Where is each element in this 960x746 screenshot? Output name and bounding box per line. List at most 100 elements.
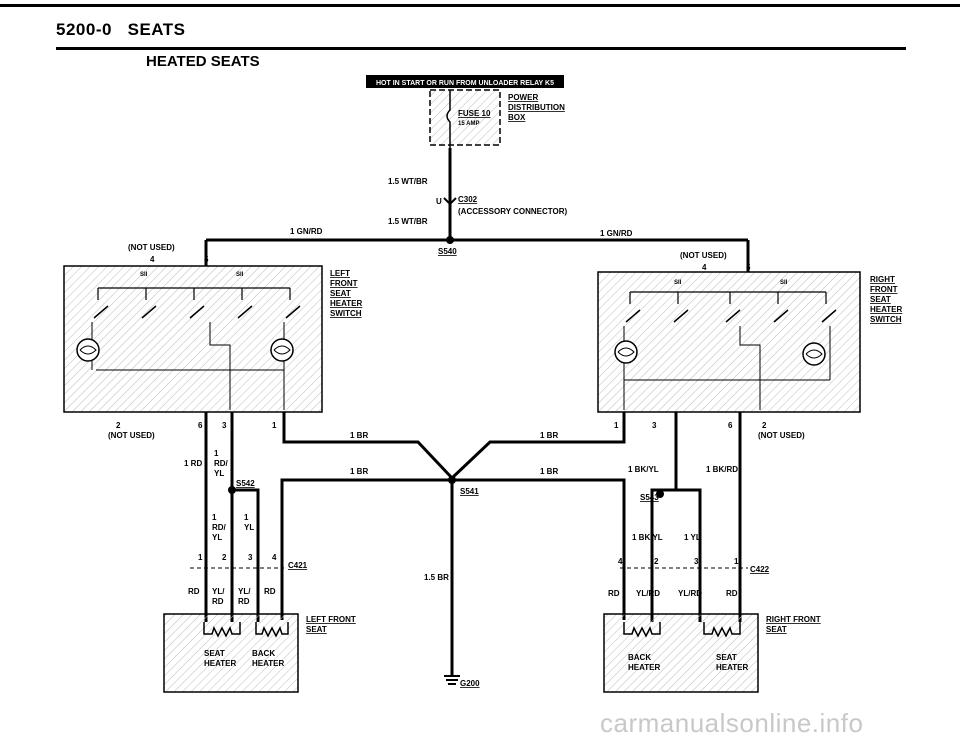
left-switch-label-4: HEATER bbox=[330, 299, 363, 308]
wire-label-bkyl-2: 1 BK/YL bbox=[632, 533, 663, 542]
wire-label-rd-l: RD bbox=[188, 587, 200, 596]
wire-left-seat-feeds bbox=[204, 412, 260, 622]
c421-pin-3: 3 bbox=[248, 553, 253, 562]
s542-label: S542 bbox=[236, 479, 255, 488]
left-switch-label-5: SWITCH bbox=[330, 309, 362, 318]
right-switch-label-1: RIGHT bbox=[870, 275, 895, 284]
fuse-amp-label: 15 AMP bbox=[458, 121, 479, 127]
right-back-heater-element-icon bbox=[623, 622, 661, 638]
left-switch-label-3: SEAT bbox=[330, 289, 351, 298]
section-number: 5200-0 bbox=[56, 20, 112, 39]
ground-icon bbox=[444, 675, 460, 685]
right-seat-label-1: RIGHT FRONT bbox=[766, 615, 821, 624]
left-not-used-top: (NOT USED) bbox=[128, 243, 175, 252]
wire-label-ylrd-l2a: YL/ bbox=[238, 587, 251, 596]
right-switch-internal bbox=[623, 326, 831, 410]
splice-s541 bbox=[448, 476, 456, 484]
wire-label-yl-r: 1 YL bbox=[684, 533, 701, 542]
wire-label-rd-l2: RD bbox=[264, 587, 276, 596]
right-switch-label-4: HEATER bbox=[870, 305, 903, 314]
diagram-subtitle: HEATED SEATS bbox=[146, 53, 260, 70]
left-pin-2: 2 bbox=[116, 421, 121, 430]
c422-pin-4: 4 bbox=[618, 557, 623, 566]
c302-label: C302 bbox=[458, 195, 478, 204]
right-seat-label-2: SEAT bbox=[766, 625, 787, 634]
wire-label-wtbr-2: 1.5 WT/BR bbox=[388, 217, 428, 226]
watermark: carmanualsonline.info bbox=[600, 708, 864, 738]
right-not-used-bottom: (NOT USED) bbox=[758, 431, 805, 440]
left-switch-symbol-1: SII bbox=[140, 272, 148, 278]
s540-label: S540 bbox=[438, 247, 457, 256]
lamp-filament-right-icon bbox=[617, 347, 823, 359]
right-pin-1: 1 bbox=[614, 421, 619, 430]
connector-c302-symbol bbox=[443, 197, 457, 206]
left-pin-1: 1 bbox=[272, 421, 277, 430]
left-seat-heater-label-2: HEATER bbox=[204, 659, 237, 668]
wire-label-rd-r2: RD bbox=[726, 589, 738, 598]
left-seat-label-1: LEFT FRONT bbox=[306, 615, 356, 624]
left-seat-heater-label-1: SEAT bbox=[204, 649, 225, 658]
left-back-heater-label-2: HEATER bbox=[252, 659, 285, 668]
right-switch-bus bbox=[629, 291, 827, 304]
wire-label-ylrd-l2b: RD bbox=[238, 597, 250, 606]
right-switch-label-5: SWITCH bbox=[870, 315, 902, 324]
power-dist-label-1: POWER bbox=[508, 93, 538, 102]
left-seat-box bbox=[163, 613, 299, 693]
power-distribution-box bbox=[429, 89, 501, 146]
right-not-used-top: (NOT USED) bbox=[680, 251, 727, 260]
fuse-label: FUSE 10 bbox=[458, 109, 491, 118]
right-back-heater-label-1: BACK bbox=[628, 653, 651, 662]
wire-label-rd-left: 1 RD bbox=[184, 459, 202, 468]
wire-label-br-1: 1 BR bbox=[350, 431, 368, 440]
wire-label-gnrd-right: 1 GN/RD bbox=[600, 229, 633, 238]
wire-label-yl-1b: YL bbox=[244, 523, 254, 532]
banner-text: HOT IN START OR RUN FROM UNLOADER RELAY … bbox=[376, 80, 554, 87]
wire-label-br15: 1.5 BR bbox=[424, 573, 449, 582]
left-indicator-lamp-2-icon bbox=[270, 338, 294, 362]
wire-label-ylrd-l1b: RD bbox=[212, 597, 224, 606]
banner-box bbox=[366, 75, 564, 88]
right-seat-heater-label-1: SEAT bbox=[716, 653, 737, 662]
c422-pin-2: 2 bbox=[654, 557, 659, 566]
right-switch-symbol-2: SII bbox=[780, 280, 788, 286]
left-pin-4: 4 bbox=[150, 255, 155, 264]
splice-s542 bbox=[228, 486, 236, 494]
right-switch-label-2: FRONT bbox=[870, 285, 898, 294]
fuse-element bbox=[446, 90, 451, 148]
power-dist-label-2: DISTRIBUTION bbox=[508, 103, 565, 112]
c422-label: C422 bbox=[750, 565, 770, 574]
left-pin-3: 3 bbox=[222, 421, 227, 430]
left-back-heater-label-1: BACK bbox=[252, 649, 275, 658]
splice-s543 bbox=[656, 490, 664, 498]
wire-right-seat-feeds bbox=[650, 412, 742, 622]
left-pin-5: 5 bbox=[204, 255, 209, 264]
right-switch-contacts bbox=[625, 309, 837, 323]
wire-label-rdyl-1a: 1 bbox=[214, 449, 219, 458]
wire-label-wtbr-1: 1.5 WT/BR bbox=[388, 177, 428, 186]
left-switch-label-1: LEFT bbox=[330, 269, 350, 278]
wire-label-rdyl-2b: RD/ bbox=[212, 523, 227, 532]
wire-label-rd-r1: RD bbox=[608, 589, 620, 598]
left-switch-label-2: FRONT bbox=[330, 279, 358, 288]
right-seat-box bbox=[603, 613, 759, 693]
wire-label-ylrd-r2: YL/RD bbox=[678, 589, 702, 598]
page-header: 5200-0 SEATS bbox=[56, 20, 186, 40]
c422-pin-1: 1 bbox=[734, 557, 739, 566]
right-switch-symbol-1: SII bbox=[674, 280, 682, 286]
wire-label-ylrd-r1: YL/RD bbox=[636, 589, 660, 598]
connector-u-label: U bbox=[436, 197, 442, 206]
wire-label-ylrd-l1a: YL/ bbox=[212, 587, 225, 596]
right-indicator-lamp-icon bbox=[614, 340, 638, 364]
wire-br-left-upper bbox=[282, 412, 454, 480]
right-indicator-lamp-2-icon bbox=[802, 342, 826, 366]
left-seat-heater-element-icon bbox=[203, 622, 241, 638]
power-dist-label-3: BOX bbox=[508, 113, 526, 122]
c421-label: C421 bbox=[288, 561, 308, 570]
wire-br-right-upper bbox=[450, 412, 626, 480]
right-pin-6: 6 bbox=[728, 421, 733, 430]
wire-label-br-2: 1 BR bbox=[540, 431, 558, 440]
wire-label-rdyl-2c: YL bbox=[212, 533, 222, 542]
c422-pin-3: 3 bbox=[694, 557, 699, 566]
wire-label-br-4: 1 BR bbox=[540, 467, 558, 476]
